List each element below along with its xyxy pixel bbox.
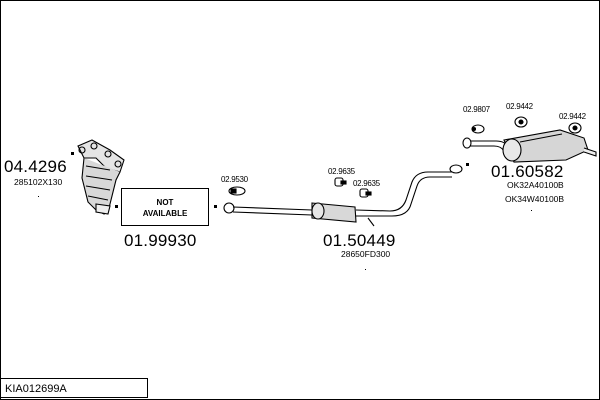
rear-rubbers-drawing[interactable] [471,116,582,134]
not-available-line1: NOT [156,198,174,207]
not-available-line2: AVAILABLE [142,209,188,218]
not-available-code[interactable]: 01.99930 [124,231,197,250]
manifold-catalyst-drawing[interactable] [77,139,125,215]
rear-silencer-oem1: OK32A40100B [507,180,564,190]
rear-silencer-drawing[interactable] [462,129,597,163]
gasket-drawing[interactable] [228,186,246,196]
middle-silencer-drawing[interactable] [223,164,463,227]
not-available-marker-left [115,205,118,208]
front-gasket-code[interactable]: 02.9530 [221,175,248,184]
rear-pipe-marker [466,163,469,166]
manifold-marker [71,152,74,155]
not-available-box: NOT AVAILABLE [121,188,209,226]
middle-clamps-drawing[interactable] [334,177,372,198]
manifold-catalyst-oem: 285102X130 [14,177,63,187]
rear-rubber-b-code[interactable]: 02.9442 [506,102,533,111]
rear-silencer-code[interactable]: 01.60582 [491,162,564,181]
rear-silencer-oem2: OK34W40100B [505,194,565,204]
not-available-marker-right [214,205,217,208]
middle-silencer-oem: 28650FD300 [341,249,391,259]
diagram-id-box: KIA012699A [0,378,148,398]
middle-clamp-a-code[interactable]: 02.9635 [328,167,355,176]
rear-rubber-c-code[interactable]: 02.9442 [559,112,586,121]
middle-silencer-code[interactable]: 01.50449 [323,231,396,250]
rear-rubber-a-code[interactable]: 02.9807 [463,105,490,114]
manifold-catalyst-code[interactable]: 04.4296 [4,157,67,176]
reference-marks [38,196,532,270]
middle-clamp-b-code[interactable]: 02.9635 [353,179,380,188]
diagram-id-code: KIA012699A [5,383,67,395]
